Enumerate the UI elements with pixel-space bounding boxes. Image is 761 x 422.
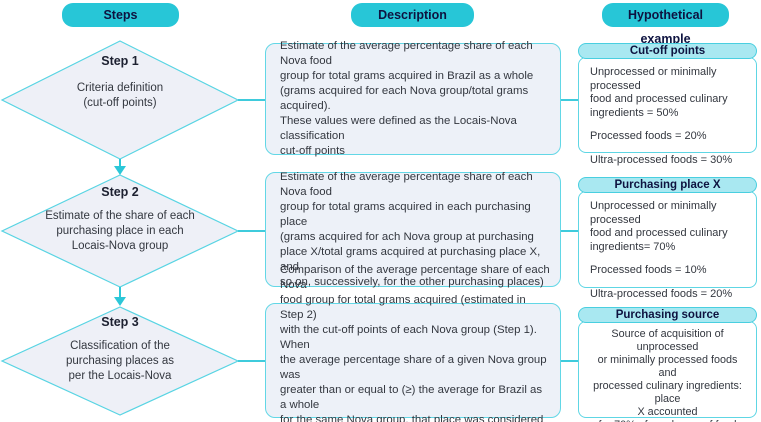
example-box-step-1: Unprocessed or minimally processed food … <box>578 57 757 166</box>
step-1-text: Criteria definition (cut-off points) <box>76 82 164 109</box>
diamond-step-3 <box>0 306 240 416</box>
description-text: Estimate of the average percentage share… <box>280 40 534 157</box>
example-header-cut-off-points: Cut-off points <box>578 43 757 59</box>
step-3-title: Step 3 <box>101 315 139 329</box>
example-box-step-3: Source of acquisition of unprocessed or … <box>578 321 757 422</box>
example-item: Processed foods = 10% <box>590 264 707 276</box>
column-header-hypothetical-example: Hypothetical example <box>602 3 729 46</box>
example-box-step-2: Unprocessed or minimally processed food … <box>578 191 757 300</box>
example-item: Ultra-processed foods = 20% <box>590 287 733 300</box>
example-item: Unprocessed or minimally processed food … <box>590 200 728 253</box>
description-box-step-1: Estimate of the average percentage share… <box>265 40 561 157</box>
description-box-step-2: Estimate of the average percentage share… <box>265 171 561 288</box>
step-2-title: Step 2 <box>101 185 139 199</box>
step-3-text: Classification of the purchasing places … <box>65 340 175 382</box>
example-item: Source of acquisition of unprocessed or … <box>593 328 742 422</box>
example-item: Unprocessed or minimally processed food … <box>590 66 728 119</box>
example-header-purchasing-place-x: Purchasing place X <box>578 177 757 193</box>
description-text: Estimate of the average percentage share… <box>280 170 544 288</box>
column-header-description: Description <box>351 3 474 27</box>
description-box-step-3: Comparison of the average percentage sha… <box>265 264 561 422</box>
example-item: Ultra-processed foods = 30% <box>590 153 733 166</box>
down-arrow-icon <box>114 159 126 175</box>
step-2-text: Estimate of the share of each purchasing… <box>45 210 195 252</box>
example-header-purchasing-source: Purchasing source <box>578 307 757 323</box>
example-item: Processed foods = 20% <box>590 130 707 142</box>
down-arrow-icon <box>114 287 126 306</box>
step-1-title: Step 1 <box>101 54 139 68</box>
description-text: Comparison of the average percentage sha… <box>280 264 550 422</box>
column-header-steps: Steps <box>62 3 179 27</box>
